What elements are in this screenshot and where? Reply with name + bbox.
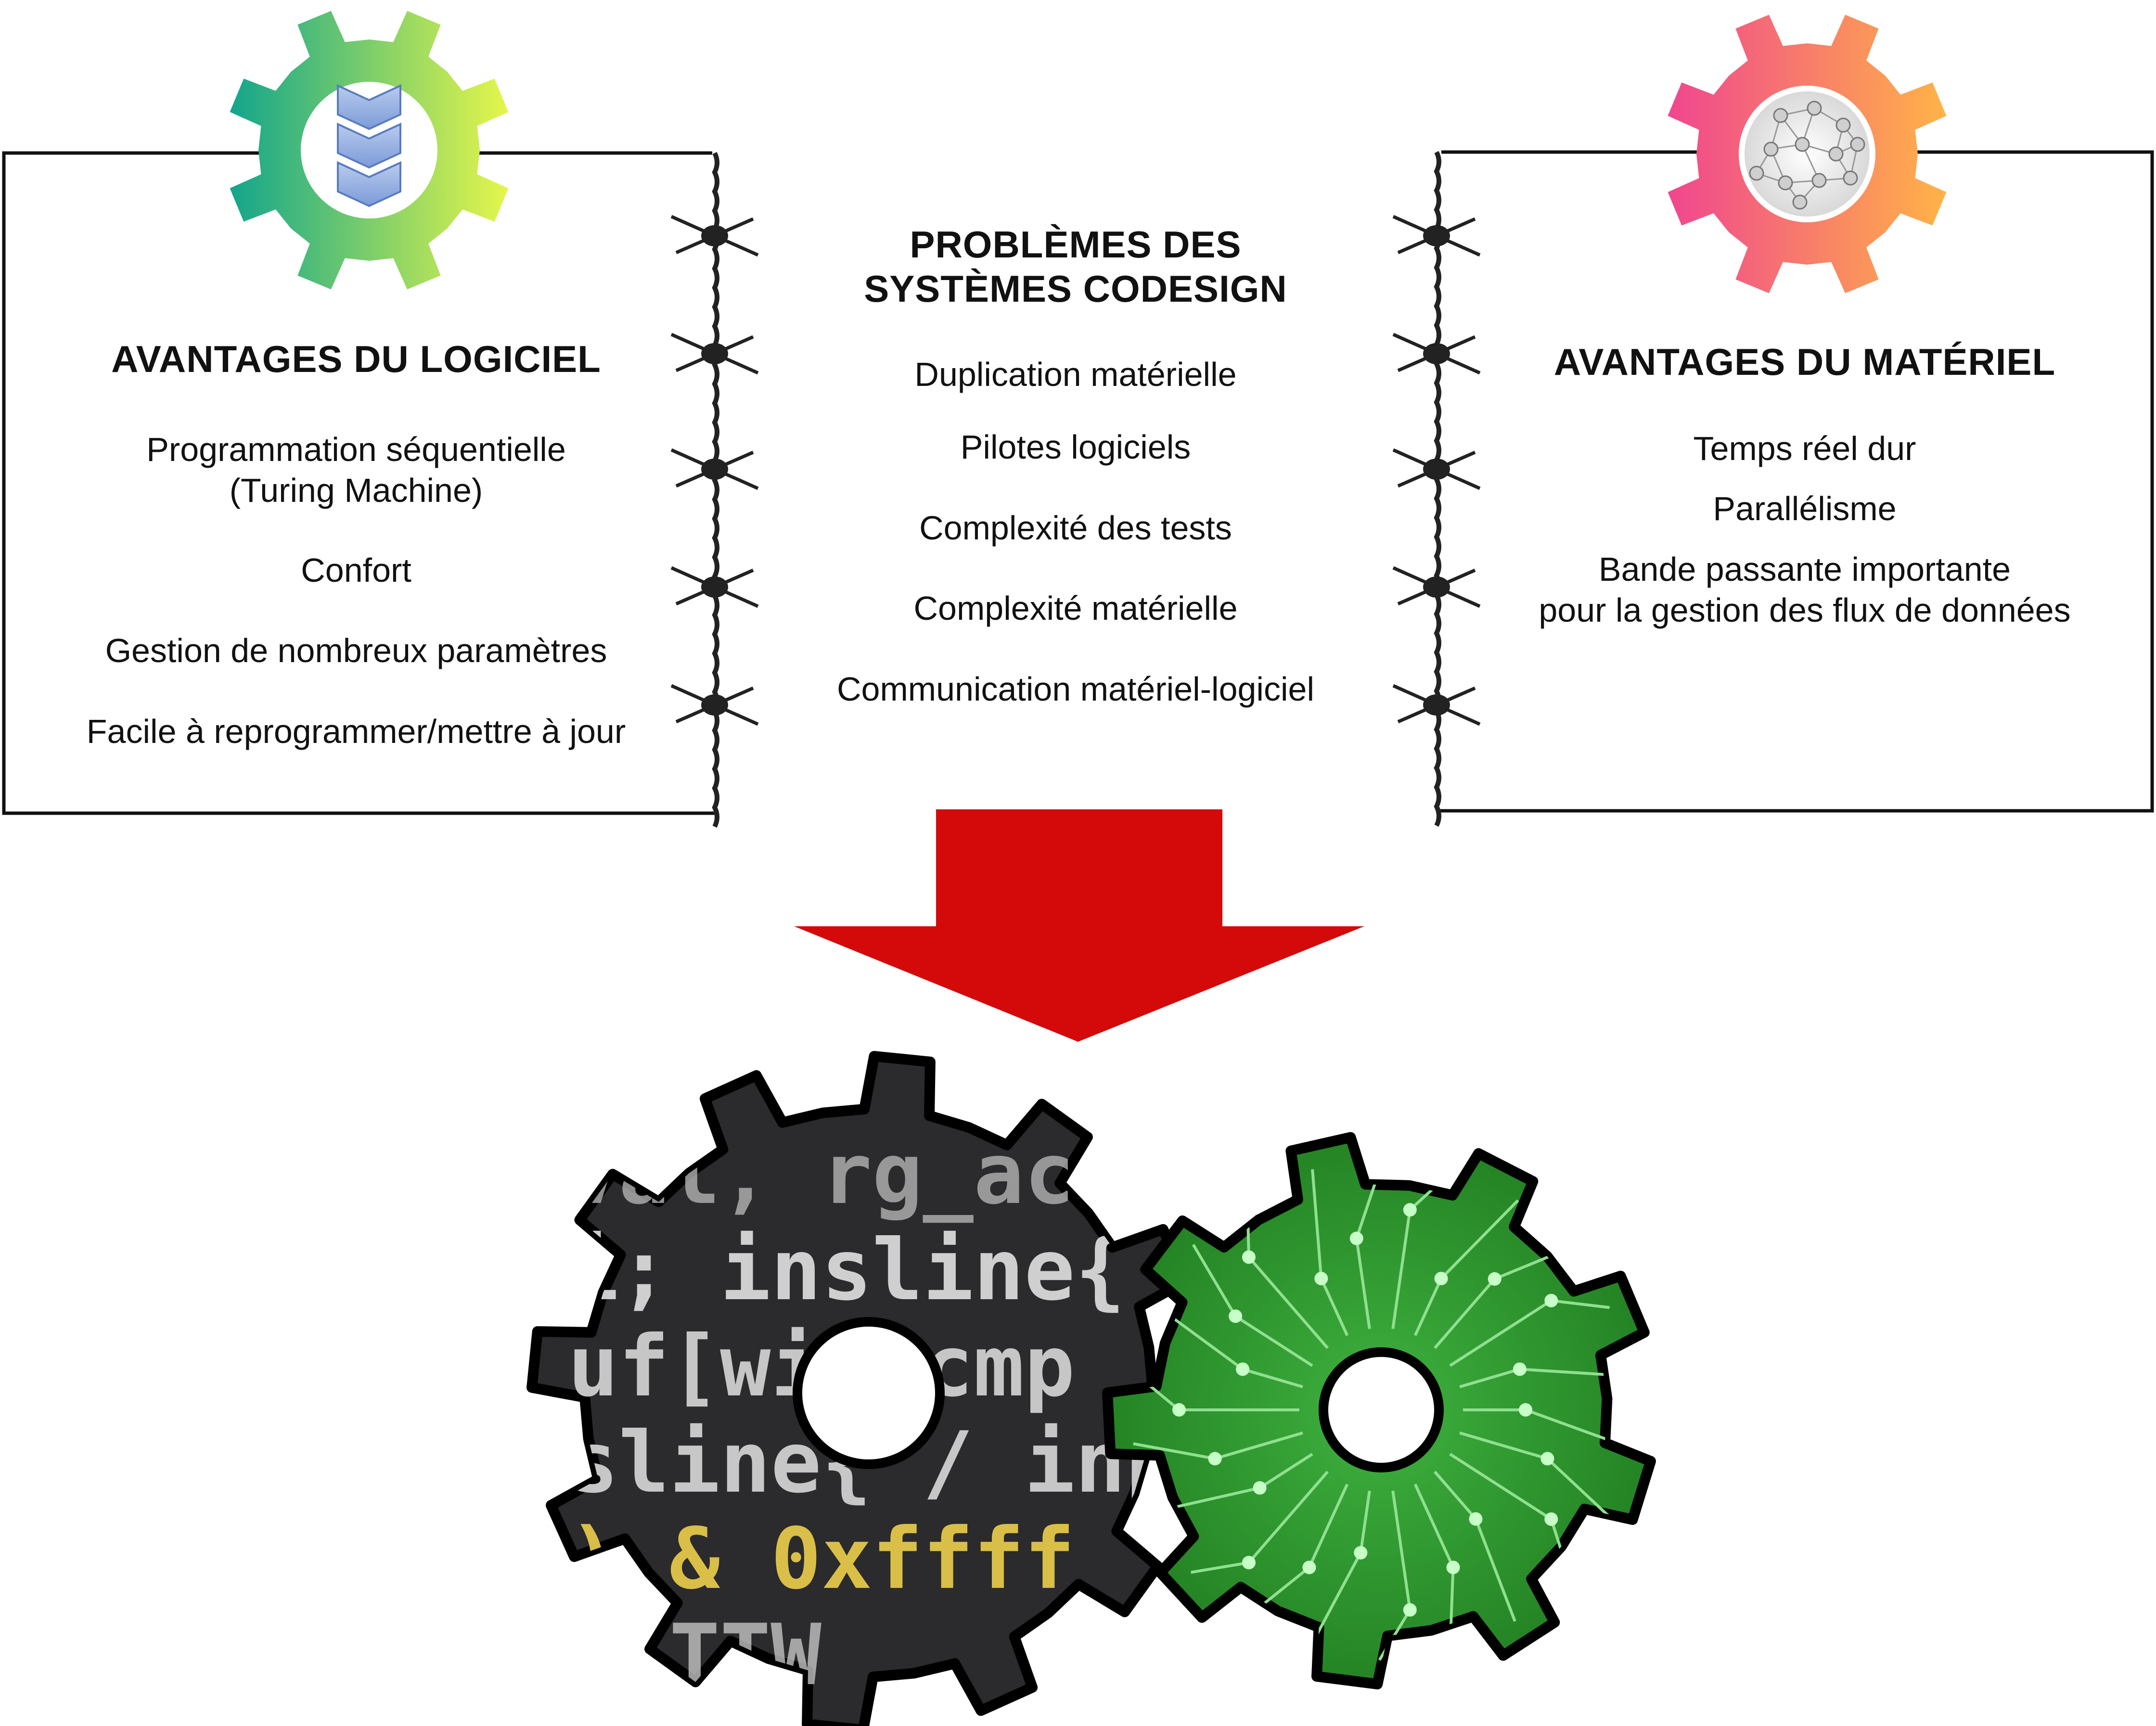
code-line: d_TTW xyxy=(568,1607,821,1704)
down-arrow-icon xyxy=(794,809,1364,1042)
barb xyxy=(670,566,759,608)
right-item-parallelism: Parallélisme xyxy=(1713,490,1897,528)
center-item-drivers: Pilotes logiciels xyxy=(960,428,1191,466)
center-item-tests: Complexité des tests xyxy=(919,509,1232,547)
center-item-duplication: Duplication matérielle xyxy=(914,356,1237,394)
center-panel: PROBLÈMES DES SYSTÈMES CODESIGN Duplicat… xyxy=(751,222,1400,710)
left-item-comfort: Confort xyxy=(301,551,411,589)
barb xyxy=(670,684,759,726)
barb xyxy=(670,332,759,375)
left-panel-title: AVANTAGES DU LOGICIEL xyxy=(111,338,601,380)
right-item-bandwidth: Bande passante importante pour la gestio… xyxy=(1539,550,2071,629)
right-item-realtime: Temps réel dur xyxy=(1693,430,1916,468)
barb xyxy=(1392,684,1481,726)
barb xyxy=(670,448,759,490)
barb xyxy=(1392,566,1481,608)
left-item-reprogram: Facile à reprogrammer/mettre à jour xyxy=(86,712,626,750)
left-item-programming: Programmation séquentielle (Turing Machi… xyxy=(146,431,566,510)
barbed-wire-icon xyxy=(1392,151,1481,827)
center-item-communication: Communication matériel-logiciel xyxy=(836,670,1315,708)
barbed-wire-icon xyxy=(670,152,759,828)
barb xyxy=(1392,215,1481,257)
chevron-stack-icon xyxy=(337,84,401,207)
center-item-hardware-complexity: Complexité matérielle xyxy=(913,589,1238,627)
chevron-stack-gear-icon xyxy=(230,11,509,290)
center-panel-title: PROBLÈMES DES SYSTÈMES CODESIGN xyxy=(864,223,1287,310)
circuit-gear-icon xyxy=(1102,1132,1656,1689)
right-panel: AVANTAGES DU MATÉRIEL Temps réel dur Par… xyxy=(1473,340,2137,631)
right-panel-title: AVANTAGES DU MATÉRIEL xyxy=(1553,341,2056,383)
barb xyxy=(670,215,759,257)
barb xyxy=(1392,332,1481,375)
network-sphere-gear-icon xyxy=(1668,14,1947,294)
code-line: ) & 0xffff xyxy=(568,1510,1075,1608)
code-line: i; insline{ xyxy=(568,1222,1126,1319)
left-panel: AVANTAGES DU LOGICIEL Programmation séqu… xyxy=(19,337,693,752)
barb xyxy=(1392,448,1481,490)
left-item-parameters: Gestion de nombreux paramètres xyxy=(105,632,607,670)
